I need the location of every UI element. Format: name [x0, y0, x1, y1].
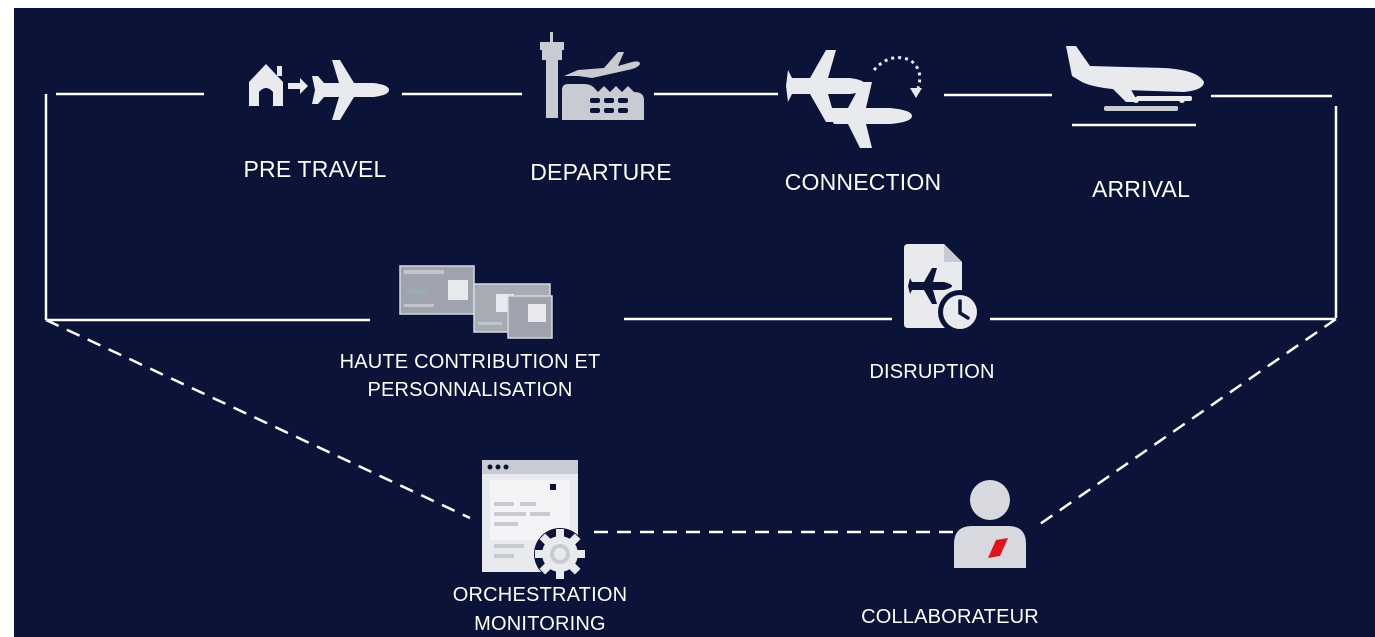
connector-lines: [44, 92, 1338, 534]
journey-diagram: PRE TRAVEL DEPARTURE CONNE: [14, 8, 1375, 637]
employee-icon: [954, 480, 1026, 568]
connecting-flights-icon: [786, 50, 922, 148]
home-to-plane-icon: [249, 60, 389, 120]
dashed-line-left: [45, 318, 471, 520]
middle-label-haute-contribution-line1: HAUTE CONTRIBUTION ET: [339, 351, 601, 373]
flight-document-clock-icon: [904, 244, 982, 334]
stage-label-pre-travel: PRE TRAVEL: [243, 156, 387, 182]
bottom-label-orchestration-line2: MONITORING: [474, 613, 606, 635]
dashed-line-right: [1039, 317, 1337, 526]
bottom-label-orchestration-line1: ORCHESTRATION: [452, 584, 628, 606]
dashboard-gear-icon: [482, 460, 586, 580]
landing-plane-icon: [1066, 46, 1204, 111]
stage-label-departure: DEPARTURE: [530, 159, 672, 185]
bottom-label-collaborateur: COLLABORATEUR: [861, 606, 1039, 628]
middle-label-disruption: DISRUPTION: [869, 361, 995, 383]
stage-label-arrival: ARRIVAL: [1091, 176, 1191, 202]
boarding-cards-icon: silver: [399, 265, 553, 339]
middle-label-haute-contribution-line2: PERSONNALISATION: [367, 379, 573, 401]
stage-label-connection: CONNECTION: [784, 169, 942, 195]
svg-text:silver: silver: [406, 286, 427, 296]
control-tower-icon: [540, 32, 644, 120]
